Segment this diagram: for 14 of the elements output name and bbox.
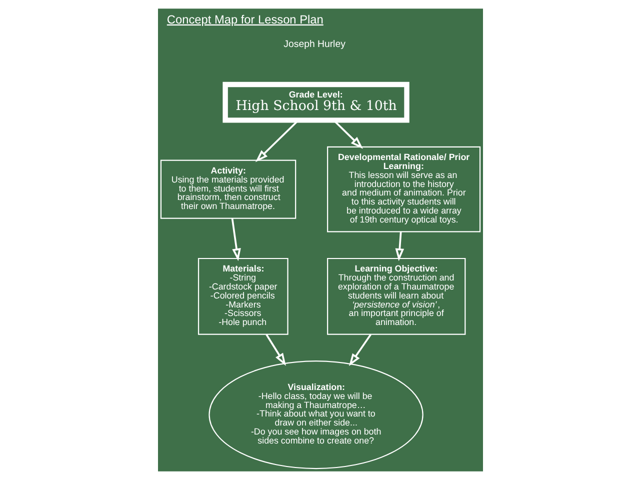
arrow — [332, 120, 363, 149]
node-box: Developmental Rationale/ Prior Learning: This lesson will serve as an introduction to the history and medium of animation. Prior to this activity students will be introduced to a wide array of 19th century optical toys. — [326, 146, 480, 232]
label: Joseph Hurley — [283, 38, 345, 50]
node-box: Learning Objective: Through the construction and exploration of a Thaumatrope students will learn about ‘persistence of vision’, an important principle of animation. — [326, 258, 466, 335]
arrow — [265, 334, 286, 366]
node-box: Grade Level: High School 9th & 10th — [222, 82, 409, 123]
arrow — [348, 334, 371, 366]
diagram-title: Concept Map for Lesson Plan — [166, 12, 323, 26]
arrow — [230, 218, 240, 262]
node-box: Materials: -String -Cardstock paper -Colored pencils -Markers -Scissors -Hole punch — [197, 258, 288, 335]
node-ellipse: Visualization: -Hello class, today we will be making a Thaumatrope… -Think about what you want to draw on either side... -Do you see how images on both sides combine to create one? — [208, 360, 423, 470]
node-box: Activity: Using the materials provided to them, students will first brainstorm, then construct their own Thaumatrope. — [160, 160, 296, 219]
arrow — [394, 232, 404, 262]
arrow — [254, 120, 298, 162]
